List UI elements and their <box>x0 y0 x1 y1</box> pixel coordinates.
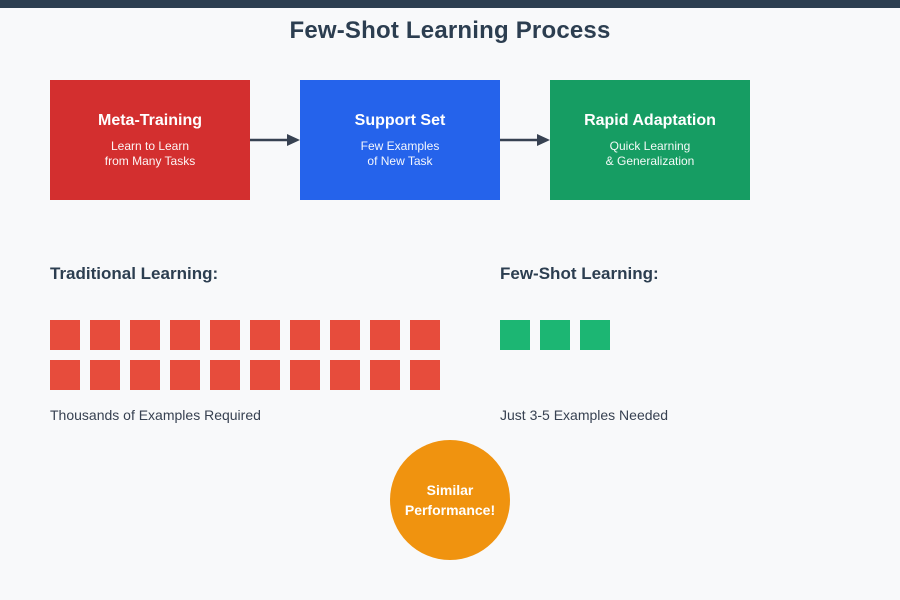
example-square <box>130 360 160 390</box>
example-square <box>90 360 120 390</box>
example-square <box>170 320 200 350</box>
traditional-caption: Thousands of Examples Required <box>50 407 261 423</box>
step-subtitle: Quick Learning & Generalization <box>606 139 695 169</box>
example-square <box>330 320 360 350</box>
step-subtitle-line2: from Many Tasks <box>104 153 196 168</box>
step-subtitle-line2: & Generalization <box>605 153 695 168</box>
traditional-grid <box>50 320 445 390</box>
example-square <box>90 320 120 350</box>
example-square <box>500 320 530 350</box>
step-subtitle: Few Examples of New Task <box>361 139 440 169</box>
performance-badge: Similar Performance! <box>390 440 510 560</box>
example-square <box>540 320 570 350</box>
step-support-set: Support Set Few Examples of New Task <box>300 80 500 200</box>
badge-line2: Performance! <box>404 502 496 518</box>
example-square <box>290 320 320 350</box>
example-square <box>370 360 400 390</box>
step-subtitle: Learn to Learn from Many Tasks <box>105 139 195 169</box>
step-subtitle-line1: Learn to Learn <box>110 138 190 153</box>
step-subtitle-line1: Quick Learning <box>609 138 691 153</box>
badge-line1: Similar <box>426 482 474 498</box>
fewshot-caption: Just 3-5 Examples Needed <box>500 407 669 423</box>
example-square <box>210 320 240 350</box>
example-square <box>290 360 320 390</box>
step-title: Rapid Adaptation <box>584 111 716 129</box>
top-accent-bar <box>0 0 900 8</box>
fewshot-grid <box>500 320 895 350</box>
step-title: Support Set <box>354 111 446 129</box>
flow-arrow-icon <box>500 134 550 146</box>
step-rapid-adaptation: Rapid Adaptation Quick Learning & Genera… <box>550 80 750 200</box>
step-subtitle-line2: of New Task <box>367 153 433 168</box>
example-square <box>130 320 160 350</box>
example-square <box>170 360 200 390</box>
fewshot-heading: Few-Shot Learning: <box>500 264 659 283</box>
example-square <box>410 360 440 390</box>
example-square <box>50 320 80 350</box>
example-square <box>580 320 610 350</box>
example-square <box>50 360 80 390</box>
example-square <box>210 360 240 390</box>
flow-arrow-icon <box>250 134 300 146</box>
example-square <box>370 320 400 350</box>
example-square <box>250 360 280 390</box>
example-square <box>330 360 360 390</box>
step-subtitle-line1: Few Examples <box>360 138 440 153</box>
traditional-heading: Traditional Learning: <box>50 264 219 283</box>
page-title: Few-Shot Learning Process <box>289 17 611 44</box>
step-title: Meta-Training <box>97 111 202 129</box>
step-meta-training: Meta-Training Learn to Learn from Many T… <box>50 80 250 200</box>
example-square <box>250 320 280 350</box>
example-square <box>410 320 440 350</box>
